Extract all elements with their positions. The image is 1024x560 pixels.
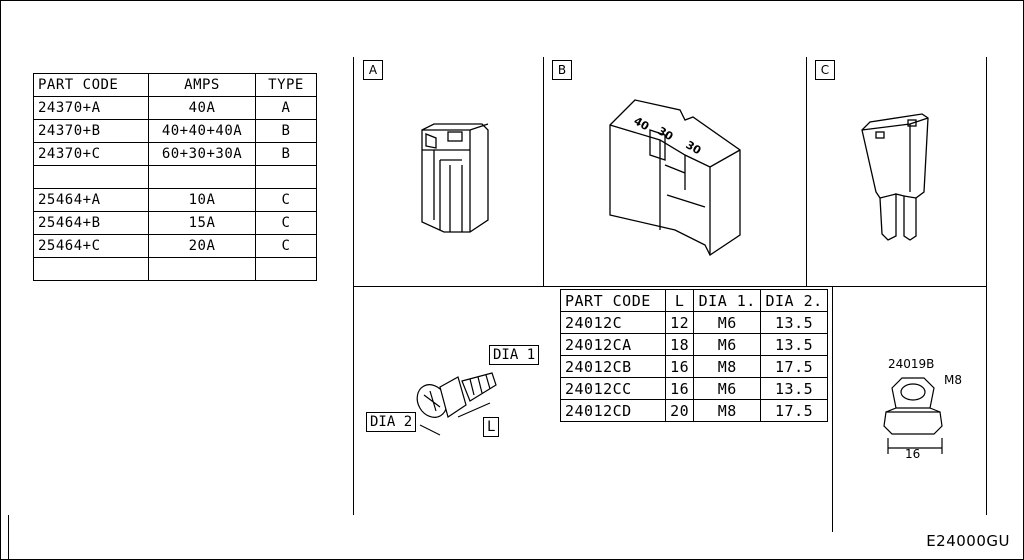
table-cell: M6 xyxy=(693,377,762,400)
header-type: TYPE xyxy=(255,73,317,97)
table-cell: M6 xyxy=(693,333,762,356)
table-cell: 24012CB xyxy=(560,355,666,378)
table-cell xyxy=(33,165,149,189)
fuse-c-drawing xyxy=(861,113,929,241)
table-cell: 24012CC xyxy=(560,377,666,400)
table-cell: M8 xyxy=(693,355,762,378)
table-cell: 13.5 xyxy=(760,311,828,334)
screw-drawing xyxy=(416,372,497,436)
nut-thread: M8 xyxy=(944,373,962,387)
table-cell: M6 xyxy=(693,311,762,334)
table-cell: C xyxy=(255,234,317,258)
table-cell xyxy=(255,257,317,281)
dia2-label: DIA 2 xyxy=(366,412,417,432)
dia1-label: DIA 1 xyxy=(489,345,540,365)
table-cell: 40A xyxy=(148,96,256,120)
fuse-table-header: PART CODE AMPS TYPE xyxy=(33,73,317,97)
divider xyxy=(986,57,987,515)
table-cell xyxy=(255,165,317,189)
table-cell: 25464+A xyxy=(33,188,149,212)
table-cell xyxy=(33,257,149,281)
header-dia1: DIA 1. xyxy=(693,289,762,312)
nut-drawing xyxy=(883,377,943,454)
table-cell: 20 xyxy=(664,399,695,422)
divider xyxy=(806,57,807,286)
fuse-b-drawing: 40 30 30 xyxy=(609,99,741,256)
table-cell: A xyxy=(255,96,317,120)
table-cell: 17.5 xyxy=(760,355,828,378)
screw-table-header: PART CODE L DIA 1. DIA 2. xyxy=(560,289,828,312)
header-part-code: PART CODE xyxy=(560,289,666,312)
table-cell xyxy=(148,165,256,189)
panel-label-b: B xyxy=(552,60,572,80)
table-cell: 13.5 xyxy=(760,333,828,356)
table-cell: 25464+B xyxy=(33,211,149,235)
header-amps: AMPS xyxy=(148,73,256,97)
table-cell: 40+40+40A xyxy=(148,119,256,143)
panel-label-c: C xyxy=(815,60,835,80)
table-cell: 10A xyxy=(148,188,256,212)
table-cell: C xyxy=(255,211,317,235)
divider xyxy=(543,57,544,286)
header-dia2: DIA 2. xyxy=(760,289,828,312)
table-cell: 13.5 xyxy=(760,377,828,400)
table-cell: 12 xyxy=(664,311,695,334)
table-cell: 20A xyxy=(148,234,256,258)
panel-label-a: A xyxy=(363,60,383,80)
divider xyxy=(832,286,833,532)
table-cell: 24012C xyxy=(560,311,666,334)
table-cell xyxy=(148,257,256,281)
divider xyxy=(353,286,986,287)
table-cell: 15A xyxy=(148,211,256,235)
table-cell: B xyxy=(255,119,317,143)
length-label: L xyxy=(483,417,500,437)
fuse-table-row xyxy=(33,257,317,281)
nut-part-code: 24019B xyxy=(888,357,935,371)
table-cell: 60+30+30A xyxy=(148,142,256,166)
table-cell: 16 xyxy=(664,377,695,400)
table-cell: 24370+B xyxy=(33,119,149,143)
nut-width: 16 xyxy=(905,447,921,461)
header-length: L xyxy=(664,289,695,312)
fuse-table-row xyxy=(33,165,317,189)
table-cell: C xyxy=(255,188,317,212)
table-cell: 24370+A xyxy=(33,96,149,120)
table-cell: 24012CA xyxy=(560,333,666,356)
diagram-code: E24000GU xyxy=(926,532,1010,550)
table-cell: M8 xyxy=(693,399,762,422)
table-cell: 24370+C xyxy=(33,142,149,166)
fuse-a-drawing xyxy=(421,123,489,233)
table-cell: 25464+C xyxy=(33,234,149,258)
header-part-code: PART CODE xyxy=(33,73,149,97)
table-cell: 24012CD xyxy=(560,399,666,422)
table-cell: B xyxy=(255,142,317,166)
divider xyxy=(8,515,9,559)
table-cell: 18 xyxy=(664,333,695,356)
table-cell: 16 xyxy=(664,355,695,378)
table-cell: 17.5 xyxy=(760,399,828,422)
